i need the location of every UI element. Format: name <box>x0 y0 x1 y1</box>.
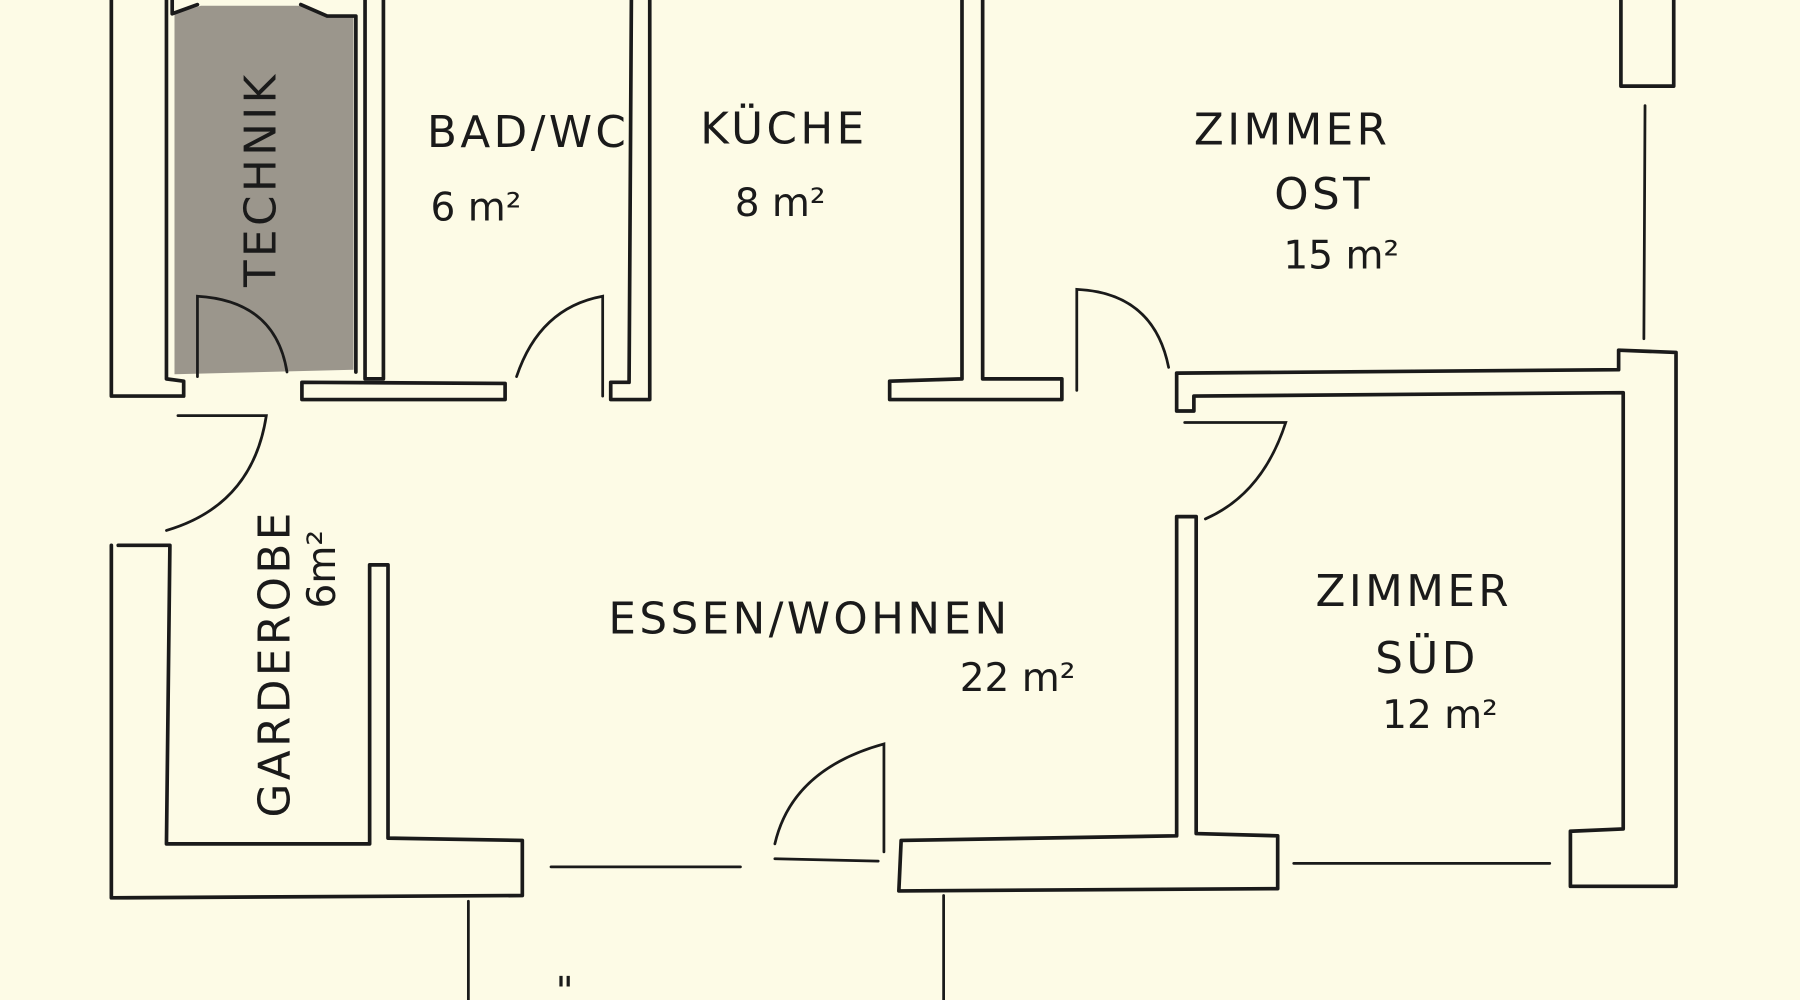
wall-left-upper <box>109 0 186 398</box>
wall-bottom-bad <box>300 380 507 402</box>
bottom-mark: " <box>556 970 574 1000</box>
bad-area: 6 m² <box>430 185 521 230</box>
zimmer-ost-label: ZIMMER <box>1194 106 1391 156</box>
essen-area: 22 m² <box>960 656 1076 701</box>
zimmer-ost-sub: OST <box>1274 170 1373 220</box>
zimmer-sued-sub: SÜD <box>1375 632 1479 684</box>
zimmer-sued-label: ZIMMER <box>1316 567 1513 617</box>
essen-label: ESSEN/WOHNEN <box>608 595 1010 645</box>
garderobe-area: 6m² <box>300 530 345 608</box>
wall-left-lower <box>109 543 525 900</box>
wall-technik-bad <box>363 0 386 381</box>
wall-essen-sued <box>897 514 1280 893</box>
window-right <box>1642 104 1647 341</box>
garderobe-label: GARDEROBE <box>250 509 300 817</box>
technik-outline <box>170 0 358 374</box>
garderobe-door <box>165 414 268 532</box>
technik-room-fill <box>174 5 354 375</box>
bad-door <box>515 294 605 398</box>
technik-label: TECHNIK <box>237 71 287 288</box>
entrance-door <box>773 742 886 863</box>
kueche-label: KÜCHE <box>700 103 867 155</box>
zimmer-sued-area: 12 m² <box>1382 693 1498 738</box>
wall-right-top <box>1619 0 1676 88</box>
wall-kueche-ost <box>887 0 1064 402</box>
zimmer-ost-door <box>1075 287 1171 392</box>
kueche-area: 8 m² <box>735 181 826 226</box>
wall-ost-sued <box>1174 348 1678 889</box>
bad-label: BAD/WC <box>427 108 629 158</box>
zimmer-ost-area: 15 m² <box>1283 234 1399 279</box>
technik-door <box>196 294 289 378</box>
wall-bad-kueche <box>608 0 652 402</box>
zimmer-sued-door <box>1183 421 1288 521</box>
